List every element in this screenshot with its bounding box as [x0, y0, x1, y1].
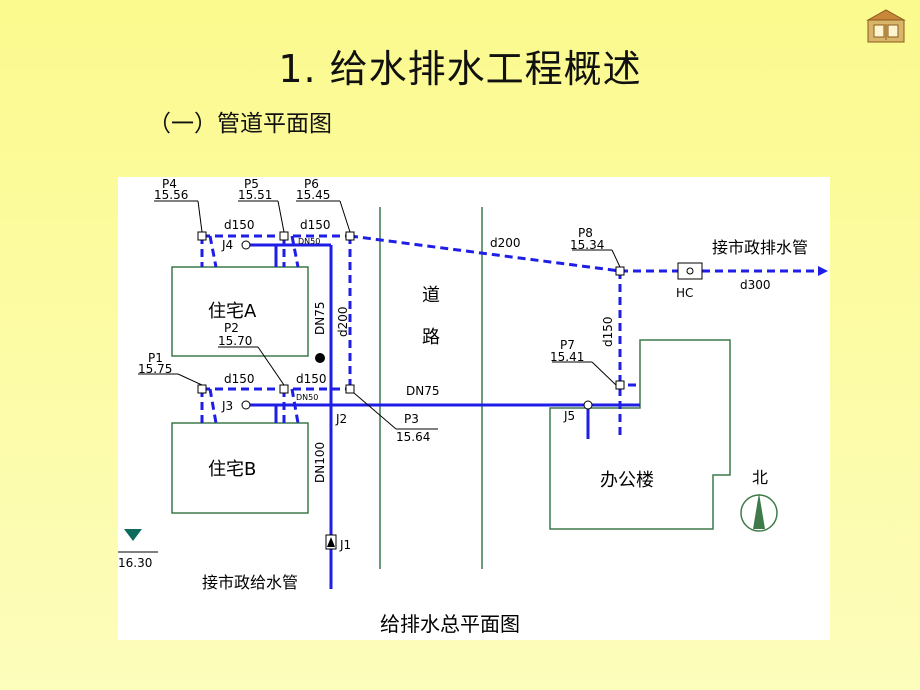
p2-label: P2 — [224, 321, 239, 335]
p8-label: P8 — [578, 226, 593, 240]
d300-label: d300 — [740, 278, 771, 292]
house-b-outline — [171, 422, 309, 514]
dn50-a-label: DN50 — [298, 237, 320, 246]
p4-label: P4 — [162, 177, 177, 191]
d150-a-label: d150 — [224, 218, 255, 232]
office-outline — [549, 339, 731, 530]
dn75-h-label: DN75 — [406, 384, 440, 398]
d150-c-label: d150 — [224, 372, 255, 386]
road-label-2: 路 — [422, 327, 440, 348]
p6-label: P6 — [304, 177, 319, 191]
hc-label: HC — [676, 286, 693, 300]
p4-elev: 15.56 — [154, 188, 188, 202]
house-a-outline — [171, 266, 309, 357]
elevation-triangle-icon — [124, 529, 142, 541]
slide-subtitle: （一）管道平面图 — [148, 111, 332, 137]
p7-label: P7 — [560, 338, 575, 352]
p6-elev: 15.45 — [296, 188, 330, 202]
municipal-supply-label: 接市政给水管 — [202, 573, 298, 592]
j2-label: J2 — [335, 412, 347, 426]
book-logo-icon — [862, 6, 910, 46]
p1-label: P1 — [148, 351, 163, 365]
d150-b-label: d150 — [300, 218, 331, 232]
p5-elev: 15.51 — [238, 188, 272, 202]
dn75-v-label: DN75 — [313, 302, 327, 336]
office-label: 办公楼 — [600, 470, 654, 491]
slide-title: 1. 给水排水工程概述 — [278, 47, 642, 91]
pipe-plan-drawing: P4 15.56 P5 15.51 P6 15.45 P2 15.70 P1 1… — [118, 177, 830, 640]
house-b-label: 住宅B — [208, 459, 256, 480]
road-label-1: 道 — [422, 285, 440, 306]
dn50-b-label: DN50 — [296, 393, 318, 402]
p8-elev: 15.34 — [570, 238, 604, 252]
d200-v-label: d200 — [336, 306, 350, 337]
p3-elev: 15.64 — [396, 430, 430, 444]
j1-label: J1 — [339, 538, 351, 552]
house-a-label: 住宅A — [208, 301, 257, 322]
elevation-label: 16.30 — [118, 556, 152, 570]
p3-label: P3 — [404, 412, 419, 426]
p2-elev: 15.70 — [218, 334, 252, 348]
j4-label: J4 — [221, 238, 233, 252]
municipal-drain-label: 接市政排水管 — [712, 238, 808, 257]
p7-elev: 15.41 — [550, 350, 584, 364]
arrow-icon — [818, 266, 828, 276]
dn100-label: DN100 — [313, 442, 327, 483]
north-label: 北 — [752, 468, 768, 487]
j3-label: J3 — [221, 399, 233, 413]
d150-v-label: d150 — [601, 316, 615, 347]
p5-label: P5 — [244, 177, 259, 191]
d200-top-label: d200 — [490, 236, 521, 250]
d150-d-label: d150 — [296, 372, 327, 386]
drawing-caption: 给排水总平面图 — [380, 612, 520, 636]
valve-icon — [315, 353, 325, 363]
j5-label: J5 — [563, 409, 575, 423]
p1-elev: 15.75 — [138, 362, 172, 376]
hc-box — [677, 262, 703, 280]
